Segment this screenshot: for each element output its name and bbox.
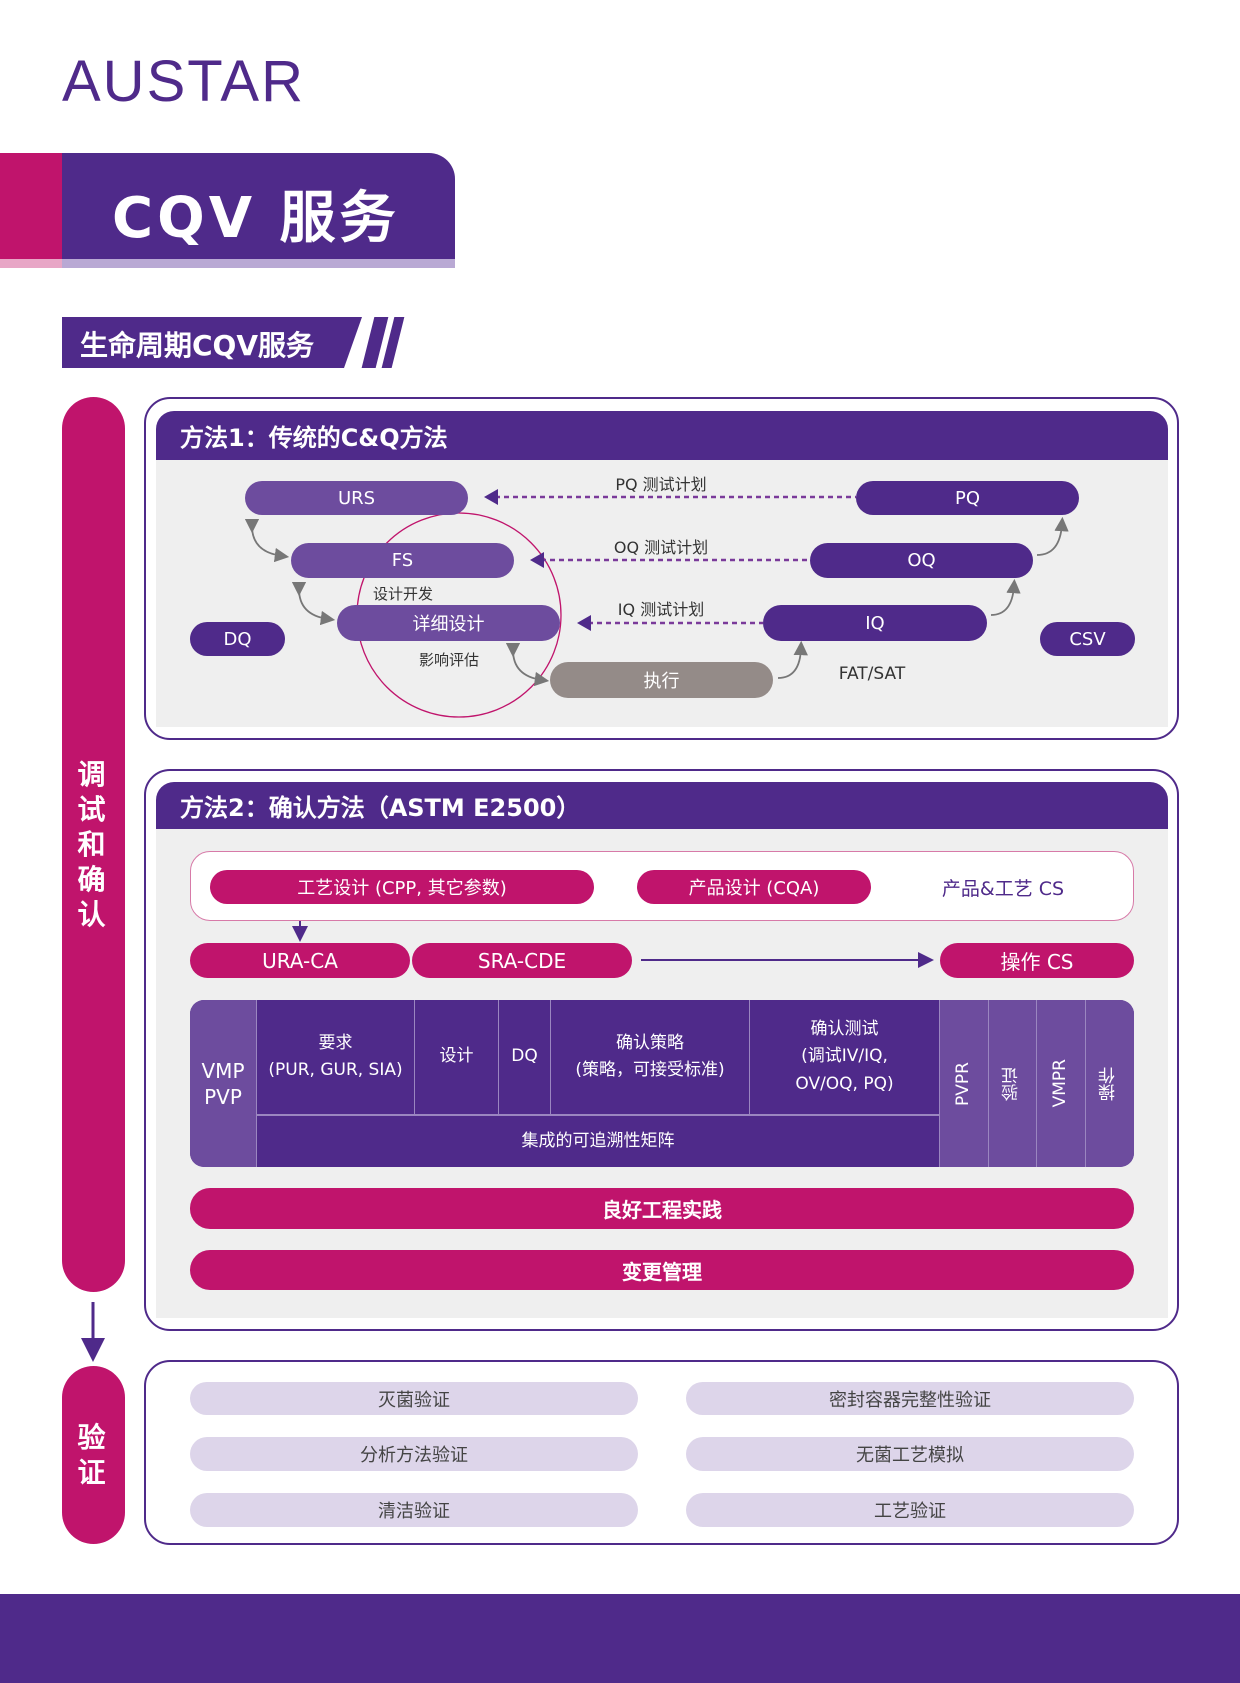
title-banner: CQV 服务 [0,153,455,268]
label-impact: 影响评估 [418,651,480,669]
validation-item: 灭菌验证 [190,1382,638,1415]
node-csv: CSV [1040,622,1135,656]
label-design-dev: 设计开发 [372,585,434,603]
method2-header: 方法2：确认方法（ASTM E2500） [156,782,1168,829]
node-execute: 执行 [550,662,773,698]
operation-label: 操作 [1099,1066,1120,1101]
cell-strategy: 确认策略 (策略，可接受标准) [551,1000,750,1114]
label-oq-plan: OQ 测试计划 [613,538,709,557]
cell-dq: DQ [499,1000,551,1114]
sra-cde: SRA-CDE [412,943,632,978]
node-fs: FS [291,543,514,578]
validation-item: 密封容器完整性验证 [686,1382,1134,1415]
cell-requirements: 要求 (PUR, GUR, SIA) [257,1000,415,1114]
operation-cs: 操作 CS [940,943,1134,978]
side-commissioning: 调试和确认 [62,397,125,1292]
change-management: 变更管理 [190,1250,1134,1290]
validation-item: 工艺验证 [686,1493,1134,1527]
node-oq: OQ [810,543,1033,578]
label-iq-plan: IQ 测试计划 [617,600,705,619]
side-validation: 验证 [62,1366,125,1544]
product-process-cs: 产品&工艺 CS [941,877,1065,900]
label-fat-sat: FAT/SAT [838,664,906,684]
austar-logo: AUSTAR [62,49,305,114]
vmpr-label: VMPR [1050,1059,1071,1108]
validation-item: 无菌工艺模拟 [686,1437,1134,1471]
section-title: 生命周期CQV服务 [80,329,315,362]
node-urs: URS [245,481,468,515]
cell-design: 设计 [415,1000,499,1114]
validation-item: 分析方法验证 [190,1437,638,1471]
ura-ca: URA-CA [190,943,410,978]
node-dq: DQ [190,622,285,656]
section-header [62,317,362,368]
method1-header: 方法1：传统的C&Q方法 [156,411,1168,460]
pvpr-label: PVPR [953,1061,974,1106]
cell-verify: 验证 [989,1000,1037,1167]
process-design: 工艺设计 (CPP, 其它参数) [210,870,594,904]
label-pq-plan: PQ 测试计划 [615,475,707,494]
cell-operation: 操作 [1086,1000,1134,1167]
page-title: CQV 服务 [112,186,400,251]
cell-vmp: VMP PVP [190,1000,257,1167]
footer-band [0,1594,1240,1683]
cell-vmpr: VMPR [1037,1000,1086,1167]
cell-matrix: 集成的可追溯性矩阵 [257,1114,940,1167]
product-design: 产品设计 (CQA) [637,870,871,904]
cell-testing: 确认测试 (调试IV/IQ, OV/OQ, PQ) [750,1000,940,1114]
qualification-table: VMP PVP 要求 (PUR, GUR, SIA) 设计 DQ 确认策略 (策… [190,1000,1134,1167]
validation-item: 清洁验证 [190,1493,638,1527]
cell-pvpr: PVPR [940,1000,989,1167]
node-detail-design: 详细设计 [337,605,560,641]
node-pq: PQ [856,481,1079,515]
verify-label: 验证 [1001,1066,1022,1101]
good-engineering-practice: 良好工程实践 [190,1188,1134,1229]
node-iq: IQ [763,605,987,641]
